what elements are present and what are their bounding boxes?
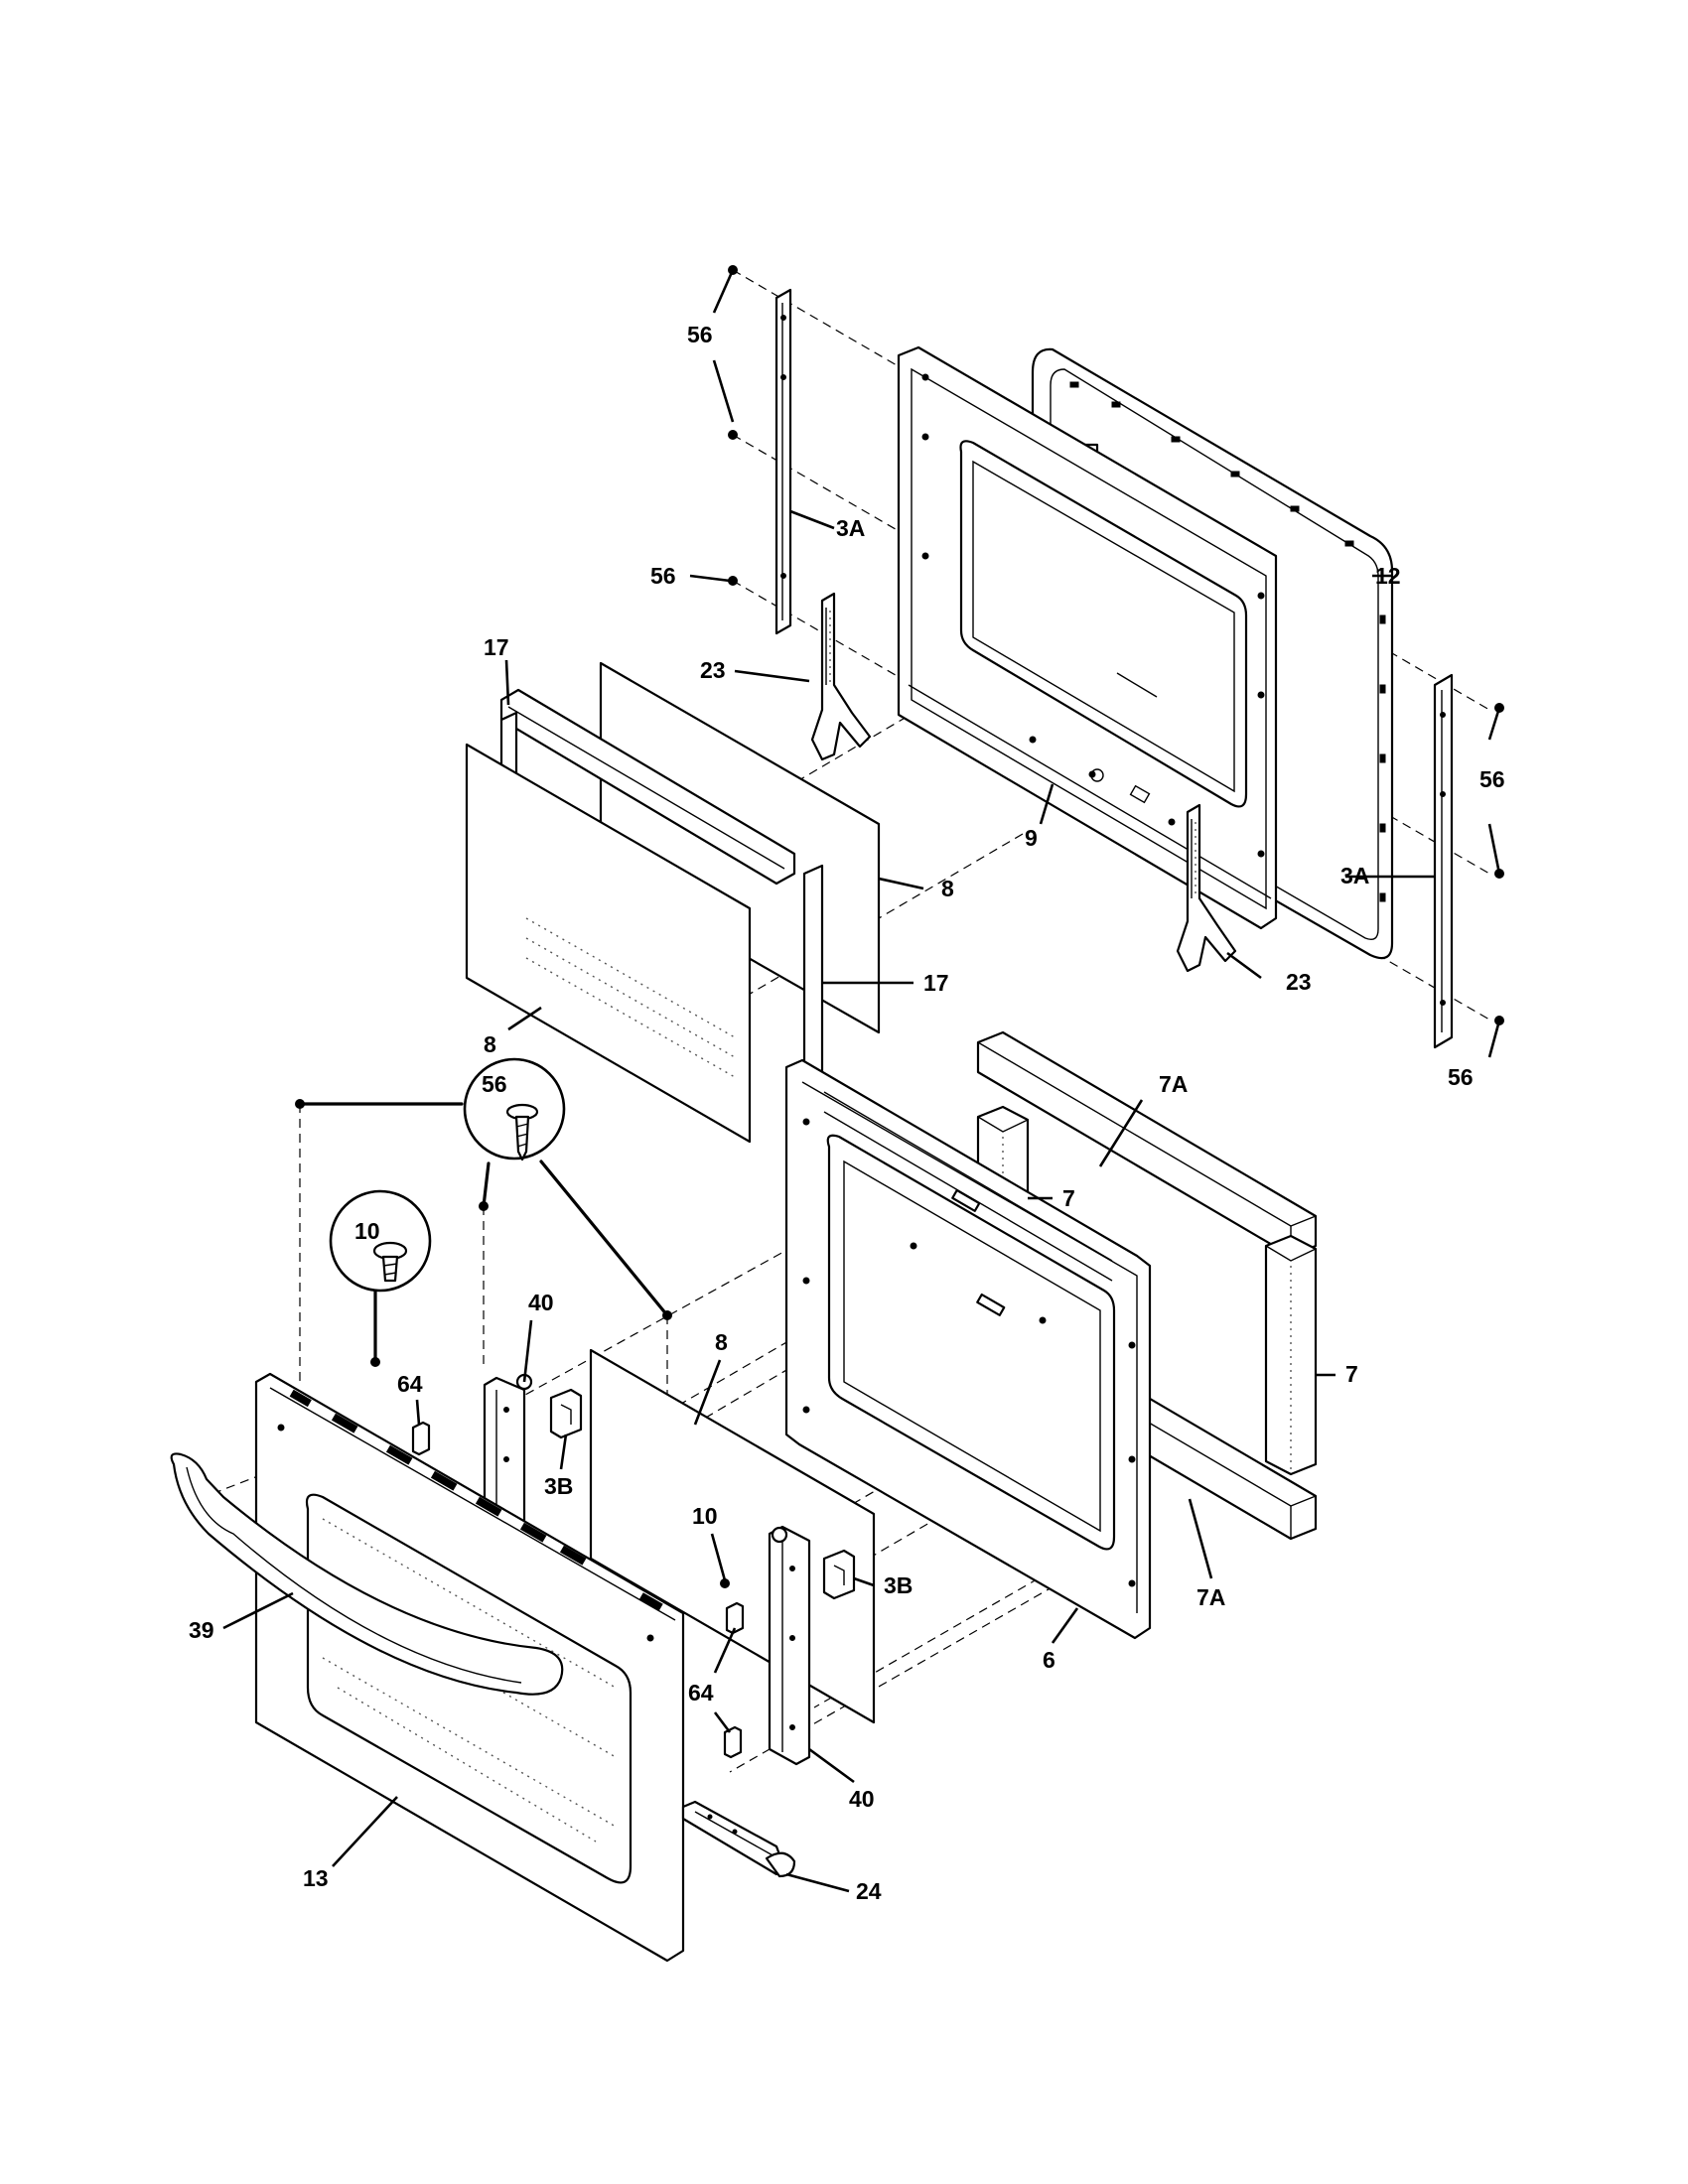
label-10-callout: 10 (354, 1218, 380, 1244)
spacer-part-64-middle (725, 1601, 745, 1635)
label-64-top: 64 (397, 1371, 423, 1397)
label-17-top: 17 (484, 634, 509, 660)
callout-screw-10 (329, 1189, 432, 1364)
leader-lines (222, 269, 1501, 1893)
label-10-lower: 10 (692, 1503, 718, 1529)
door-hinge-part-23-right (1176, 803, 1237, 973)
label-7-top: 7 (1062, 1185, 1075, 1211)
spacer-part-64-top (411, 1421, 431, 1456)
hinge-channel-part-3a-left (774, 288, 792, 635)
clip-part-3b-left (549, 1388, 583, 1439)
door-handle-part-39 (170, 1452, 564, 1696)
label-3b-left: 3B (544, 1473, 573, 1499)
screw-10-icon (372, 1241, 408, 1283)
label-6: 6 (1043, 1647, 1055, 1673)
part-labels: 56 3A 56 12 23 17 9 56 3A 8 17 23 8 56 7… (189, 322, 1505, 1904)
label-8-left: 8 (484, 1031, 496, 1057)
screw-56-icon (505, 1103, 539, 1161)
label-8-lower: 8 (715, 1329, 728, 1355)
label-40-bottom: 40 (849, 1786, 875, 1812)
label-64-bottom: 64 (688, 1680, 714, 1706)
label-8-mid: 8 (941, 876, 954, 901)
hinge-channel-part-3a-right (1433, 673, 1454, 1049)
label-13: 13 (303, 1865, 329, 1891)
clip-part-3b-right (822, 1549, 856, 1600)
spacer-part-64-bottom (723, 1725, 743, 1759)
label-39: 39 (189, 1617, 214, 1643)
insulation-part-7-right (1264, 1234, 1318, 1476)
label-40-top: 40 (528, 1290, 554, 1315)
label-56-top: 56 (687, 322, 713, 347)
inner-door-panel-part-9 (897, 345, 1278, 930)
label-12: 12 (1375, 563, 1401, 589)
label-17-right: 17 (923, 970, 949, 996)
label-7-right: 7 (1345, 1361, 1358, 1387)
label-24: 24 (856, 1878, 882, 1904)
label-23-right: 23 (1286, 969, 1312, 995)
label-7a-bottom: 7A (1196, 1584, 1225, 1610)
label-23-left: 23 (700, 657, 726, 683)
screws-part-56 (728, 265, 1504, 1025)
door-liner-part-6 (784, 1058, 1152, 1640)
hinge-receiver-part-40-bottom (768, 1525, 811, 1766)
glass-panel-part-8-front (465, 743, 752, 1144)
door-hinge-part-23-left (810, 592, 872, 761)
callout-screw-56 (298, 1057, 669, 1317)
label-56-callout: 56 (482, 1071, 507, 1097)
insulation-part-7a-top (976, 1030, 1318, 1258)
label-56-mid: 56 (650, 563, 676, 589)
label-3b-right: 3B (884, 1572, 913, 1598)
label-9: 9 (1025, 825, 1038, 851)
label-3a-left: 3A (836, 515, 865, 541)
label-56-right-top: 56 (1479, 766, 1505, 792)
label-3a-right: 3A (1340, 863, 1369, 888)
latch-part-24 (681, 1800, 796, 1878)
label-56-right-bottom: 56 (1448, 1064, 1474, 1090)
label-7a-top: 7A (1159, 1071, 1188, 1097)
